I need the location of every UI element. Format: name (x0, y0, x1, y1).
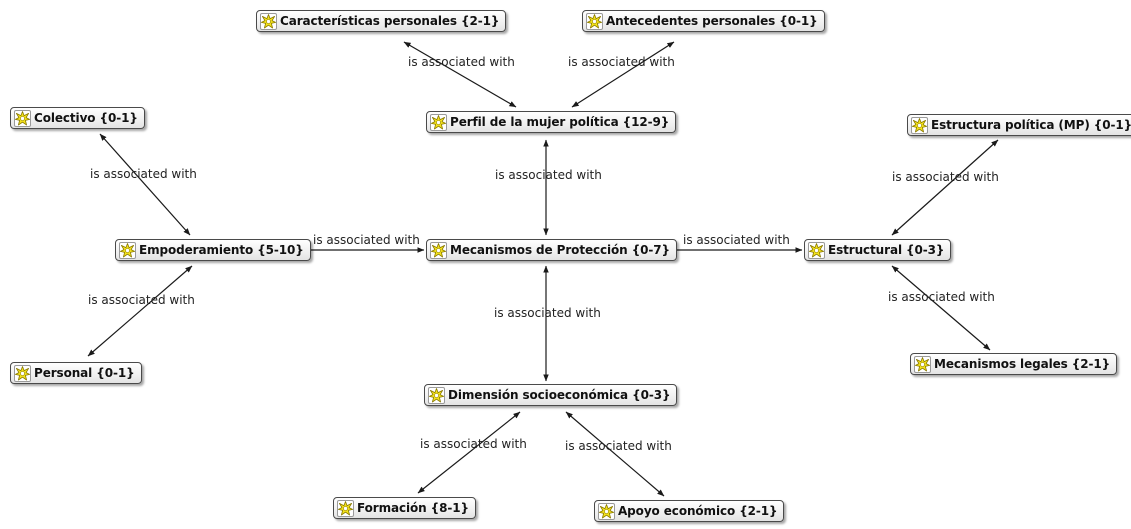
edge-empoderamiento-personal[interactable] (87, 265, 193, 357)
edge-caracteristicas-perfil[interactable] (403, 41, 517, 108)
node-label: Mecanismos legales {2-1} (934, 357, 1111, 371)
code-star-icon (119, 241, 136, 259)
node-label: Mecanismos de Protección {0-7} (450, 243, 670, 257)
node-mecanismos-legales[interactable]: Mecanismos legales {2-1} (910, 353, 1118, 375)
node-colectivo[interactable]: Colectivo {0-1} (10, 107, 145, 129)
node-label: Dimensión socioeconómica {0-3} (448, 388, 671, 402)
edge-label: is associated with (888, 290, 995, 304)
node-formacion[interactable]: Formación {8-1} (333, 497, 476, 519)
node-personal[interactable]: Personal {0-1} (10, 362, 142, 384)
node-dimension-socioeconomica[interactable]: Dimensión socioeconómica {0-3} (424, 384, 678, 406)
node-estructura-politica[interactable]: Estructura política (MP) {0-1} (907, 114, 1131, 136)
code-star-icon (428, 386, 445, 404)
code-star-icon (808, 241, 825, 259)
edge-label: is associated with (88, 293, 195, 307)
code-star-icon (14, 364, 31, 382)
node-apoyo-economico[interactable]: Apoyo económico {2-1} (594, 500, 785, 522)
node-label: Colectivo {0-1} (34, 111, 138, 125)
node-estructural[interactable]: Estructural {0-3} (804, 239, 952, 261)
edge-label: is associated with (313, 233, 420, 247)
edge-label: is associated with (568, 55, 675, 69)
edge-label: is associated with (90, 167, 197, 181)
code-star-icon (914, 355, 931, 373)
node-label: Estructural {0-3} (828, 243, 945, 257)
node-label: Apoyo económico {2-1} (618, 504, 778, 518)
edge-dimension-formacion[interactable] (417, 411, 521, 494)
edge-label: is associated with (495, 168, 602, 182)
code-star-icon (598, 502, 615, 520)
edge-colectivo-empoderamiento[interactable] (99, 133, 191, 236)
edge-label: is associated with (565, 439, 672, 453)
code-star-icon (911, 116, 928, 134)
code-star-icon (430, 241, 447, 259)
node-label: Características personales {2-1} (280, 14, 500, 28)
node-label: Estructura política (MP) {0-1} (931, 118, 1131, 132)
node-perfil-mujer-politica[interactable]: Perfil de la mujer política {12-9} (426, 111, 677, 133)
node-label: Perfil de la mujer política {12-9} (450, 115, 670, 129)
code-star-icon (260, 12, 277, 30)
edge-label: is associated with (892, 170, 999, 184)
edge-label: is associated with (683, 233, 790, 247)
edge-label: is associated with (420, 437, 527, 451)
node-label: Formación {8-1} (357, 501, 469, 515)
node-antecedentes-personales[interactable]: Antecedentes personales {0-1} (582, 10, 825, 32)
node-label: Personal {0-1} (34, 366, 135, 380)
node-label: Antecedentes personales {0-1} (606, 14, 818, 28)
node-caracteristicas-personales[interactable]: Características personales {2-1} (256, 10, 507, 32)
code-star-icon (337, 499, 354, 517)
code-star-icon (586, 12, 603, 30)
edge-label: is associated with (408, 55, 515, 69)
code-star-icon (14, 109, 31, 127)
node-mecanismos-proteccion[interactable]: Mecanismos de Protección {0-7} (426, 239, 677, 261)
edge-antecedentes-perfil[interactable] (571, 41, 675, 108)
edge-estructurapolitica-estructural[interactable] (891, 139, 999, 236)
edge-dimension-apoyo[interactable] (565, 411, 665, 497)
code-star-icon (430, 113, 447, 131)
node-empoderamiento[interactable]: Empoderamiento {5-10} (115, 239, 311, 261)
edges-layer (87, 41, 999, 497)
node-label: Empoderamiento {5-10} (139, 243, 304, 257)
edge-estructural-mecanismoslegales[interactable] (891, 265, 991, 351)
edge-label: is associated with (494, 306, 601, 320)
